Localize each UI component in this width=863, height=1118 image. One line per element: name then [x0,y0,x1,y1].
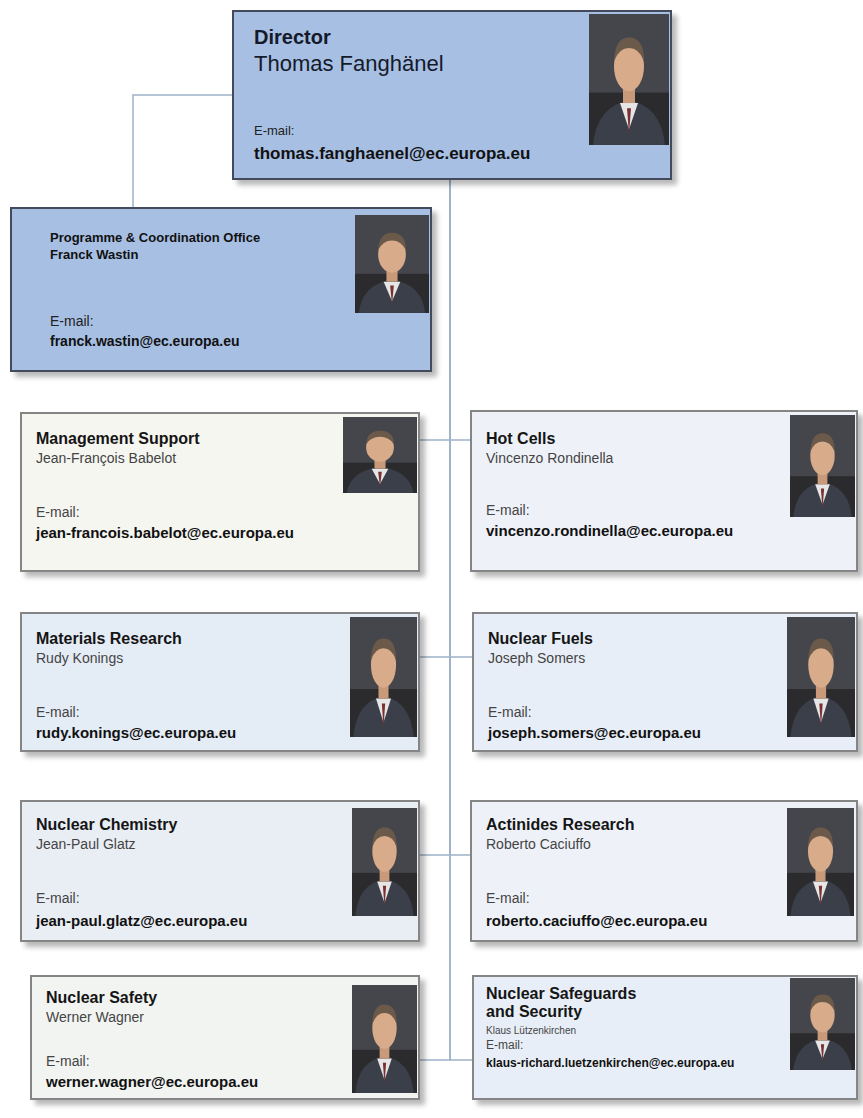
portrait-photo [350,617,417,737]
person-name: Klaus Lützenkirchen [486,1025,576,1037]
unit-heading: Materials Research [36,630,182,648]
email-label: E-mail: [254,124,294,139]
org-connector [450,180,472,1060]
email-label: E-mail: [50,313,94,329]
email-address: jean-paul.glatz@ec.europa.eu [36,912,247,929]
unit-heading: Nuclear Fuels [488,630,593,648]
person-name: Werner Wagner [46,1009,144,1025]
portrait-photo [352,985,417,1093]
org-connector [450,180,470,855]
person-name: Roberto Caciuffo [486,836,591,852]
email-address: vincenzo.rondinella@ec.europa.eu [486,522,733,539]
portrait-photo [343,417,417,493]
email-label: E-mail: [46,1053,90,1069]
person-name: Jean-Paul Glatz [36,836,136,852]
portrait-photo [787,617,855,737]
email-address: roberto.caciuffo@ec.europa.eu [486,912,707,929]
portrait-photo [787,808,854,916]
unit-heading: Nuclear Chemistry [36,816,177,834]
portrait-photo [355,215,429,313]
person-name: Franck Wastin [50,248,138,263]
email-label: E-mail: [488,704,532,720]
portrait-photo [790,978,855,1070]
org-connector [133,95,232,207]
org-connector [450,180,470,440]
email-address: franck.wastin@ec.europa.eu [50,333,240,349]
unit-heading: Nuclear Safeguards and Security [486,985,656,1022]
person-name: Vincenzo Rondinella [486,450,613,466]
unit-heading: Programme & Coordination Office [50,231,260,246]
unit-heading: Hot Cells [486,430,555,448]
email-label: E-mail: [36,704,80,720]
email-address: jean-francois.babelot@ec.europa.eu [36,524,294,541]
email-label: E-mail: [486,502,530,518]
person-name: Thomas Fanghänel [254,51,444,76]
person-name: Jean-François Babelot [36,450,176,466]
portrait-photo [352,808,417,916]
unit-heading: Nuclear Safety [46,989,157,1007]
email-label: E-mail: [36,504,80,520]
email-address: klaus-richard.luetzenkirchen@ec.europa.e… [486,1057,734,1071]
person-name: Joseph Somers [488,650,585,666]
unit-heading: Director [254,26,331,49]
unit-heading: Management Support [36,430,200,448]
email-label: E-mail: [486,1039,523,1053]
org-connector [450,180,472,657]
portrait-photo [589,14,669,145]
email-address: rudy.konings@ec.europa.eu [36,724,236,741]
person-name: Rudy Konings [36,650,123,666]
portrait-photo [790,415,855,517]
email-address: joseph.somers@ec.europa.eu [488,724,701,741]
unit-heading: Actinides Research [486,816,635,834]
email-address: werner.wagner@ec.europa.eu [46,1073,258,1090]
email-label: E-mail: [36,890,80,906]
email-label: E-mail: [486,890,530,906]
email-address: thomas.fanghaenel@ec.europa.eu [254,144,530,164]
